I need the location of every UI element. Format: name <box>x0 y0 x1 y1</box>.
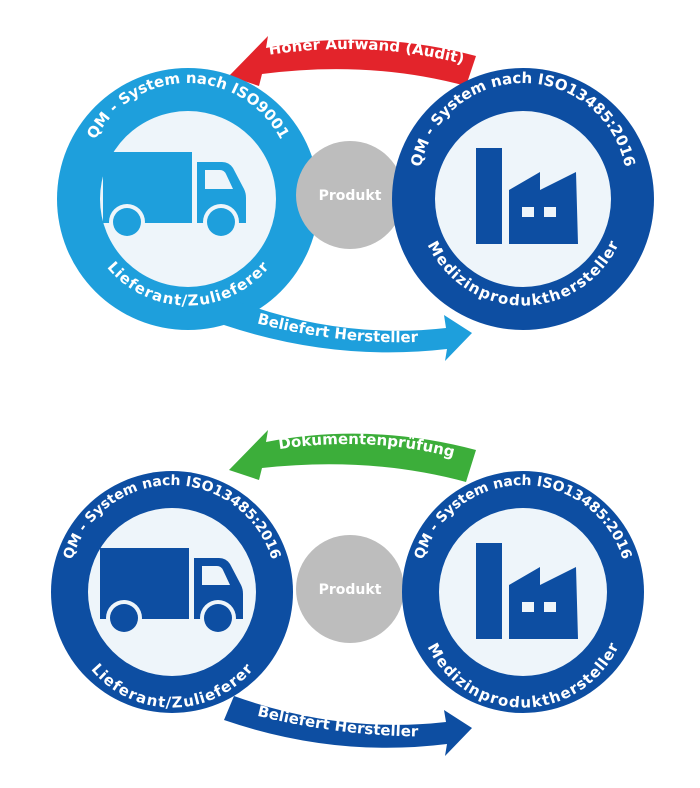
arrow-shape <box>224 696 472 756</box>
diagram-1: Hoher Aufwand (Audit) QM - System nach I… <box>57 35 654 361</box>
manufacturer-badge: QM - System nach ISO13485:2016 Medizinpr… <box>402 471 644 713</box>
supplier-badge: QM - System nach ISO9001 Lieferant/Zulie… <box>57 68 319 330</box>
supplier-badge: QM - System nach ISO13485:2016 Lieferant… <box>51 471 293 713</box>
factory-icon <box>476 543 578 639</box>
arrow-shape <box>229 430 476 482</box>
top-arrow: Dokumentenprüfung <box>229 430 476 482</box>
product-label: Produkt <box>319 582 382 598</box>
truck-icon <box>100 548 243 636</box>
bottom-arrow: Beliefert Hersteller <box>224 300 472 361</box>
bottom-arrow: Beliefert Hersteller <box>224 696 472 756</box>
top-arrow: Hoher Aufwand (Audit) <box>229 35 476 86</box>
arrow-shape <box>229 36 476 86</box>
factory-icon <box>476 148 578 244</box>
product-label: Produkt <box>319 188 382 204</box>
product-circle: Produkt <box>296 141 404 249</box>
arrow-shape <box>224 300 472 361</box>
bottom-arrow-label: Beliefert Hersteller <box>256 310 419 347</box>
diagram-2: Dokumentenprüfung QM - System nach ISO13… <box>51 430 644 756</box>
truck-icon <box>103 152 246 240</box>
product-circle: Produkt <box>296 535 404 643</box>
manufacturer-badge: QM - System nach ISO13485:2016 Medizinpr… <box>392 68 654 330</box>
